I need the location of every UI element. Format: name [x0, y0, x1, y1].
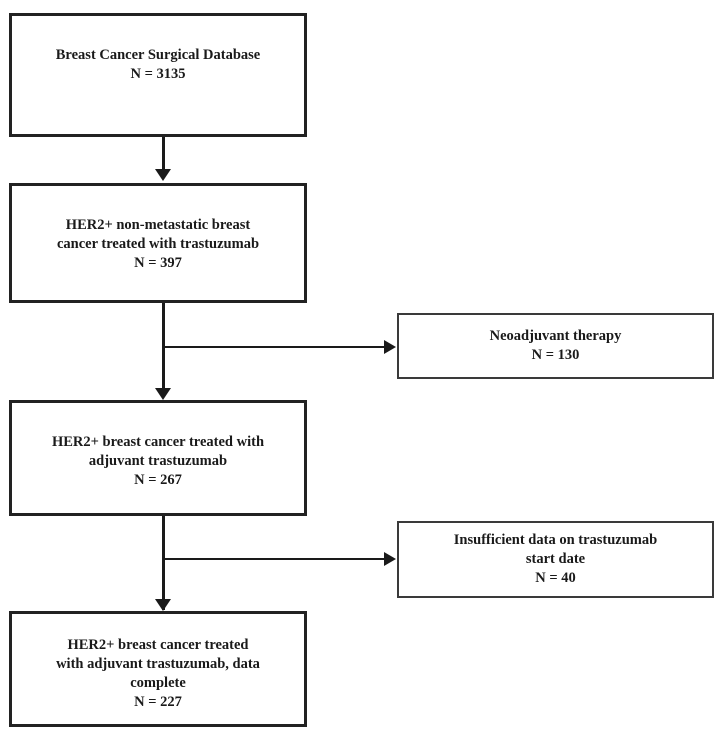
connector-branch-neoadjuvant-arrowhead	[384, 340, 396, 354]
node-label-line-1: HER2+ non-metastatic breast	[65, 217, 251, 233]
exclusion-node-insufficient-data: Insufficient data on trastuzumab start d…	[397, 521, 714, 598]
node-label-line-1: Neoadjuvant therapy	[489, 327, 622, 344]
connector-her2-to-adjuvant-arrowhead	[155, 388, 171, 400]
node-label-line-2: with adjuvant trastuzumab, data	[56, 656, 260, 673]
node-label-line-1: Breast Cancer Surgical Database	[55, 47, 261, 63]
connector-adjuvant-to-complete-arrowhead	[155, 599, 171, 611]
node-label-line-3: complete	[130, 675, 186, 692]
connector-source-to-her2-arrowhead	[155, 169, 171, 181]
flow-node-her2-adjuvant-trastuzumab: HER2+ breast cancer treated with adjuvan…	[9, 400, 307, 516]
node-label-line-2: adjuvant trastuzumab	[88, 453, 228, 470]
node-count-label: N = 3135	[130, 66, 186, 83]
node-label-line-1: HER2+ breast cancer treated	[67, 637, 249, 653]
node-label-line-1: HER2+ breast cancer treated with	[51, 434, 265, 450]
node-count-label: N = 40	[535, 570, 576, 587]
node-label-line-2: start date	[525, 550, 586, 567]
exclusion-node-neoadjuvant-therapy: Neoadjuvant therapy N = 130	[397, 313, 714, 379]
flow-node-her2-nonmetastatic: HER2+ non-metastatic breast cancer treat…	[9, 183, 307, 303]
node-count-label: N = 130	[531, 347, 580, 363]
connector-source-to-her2-line	[162, 137, 165, 171]
connector-branch-neoadjuvant-line	[162, 346, 384, 348]
connector-branch-insufficient-data-arrowhead	[384, 552, 396, 566]
connector-adjuvant-to-complete-line	[162, 516, 165, 610]
node-count-label: N = 397	[134, 255, 182, 272]
node-count-label: N = 267	[134, 472, 182, 489]
node-count-label: N = 227	[134, 694, 182, 711]
flow-node-her2-adjuvant-data-complete: HER2+ breast cancer treated with adjuvan…	[9, 611, 307, 727]
connector-her2-to-adjuvant-line	[162, 303, 165, 397]
node-label-line-2: cancer treated with trastuzumab	[56, 236, 260, 253]
node-label-line-1: Insufficient data on trastuzumab	[453, 531, 658, 548]
flow-node-source-database: Breast Cancer Surgical Database N = 3135	[9, 13, 307, 137]
connector-branch-insufficient-data-line	[162, 558, 384, 560]
